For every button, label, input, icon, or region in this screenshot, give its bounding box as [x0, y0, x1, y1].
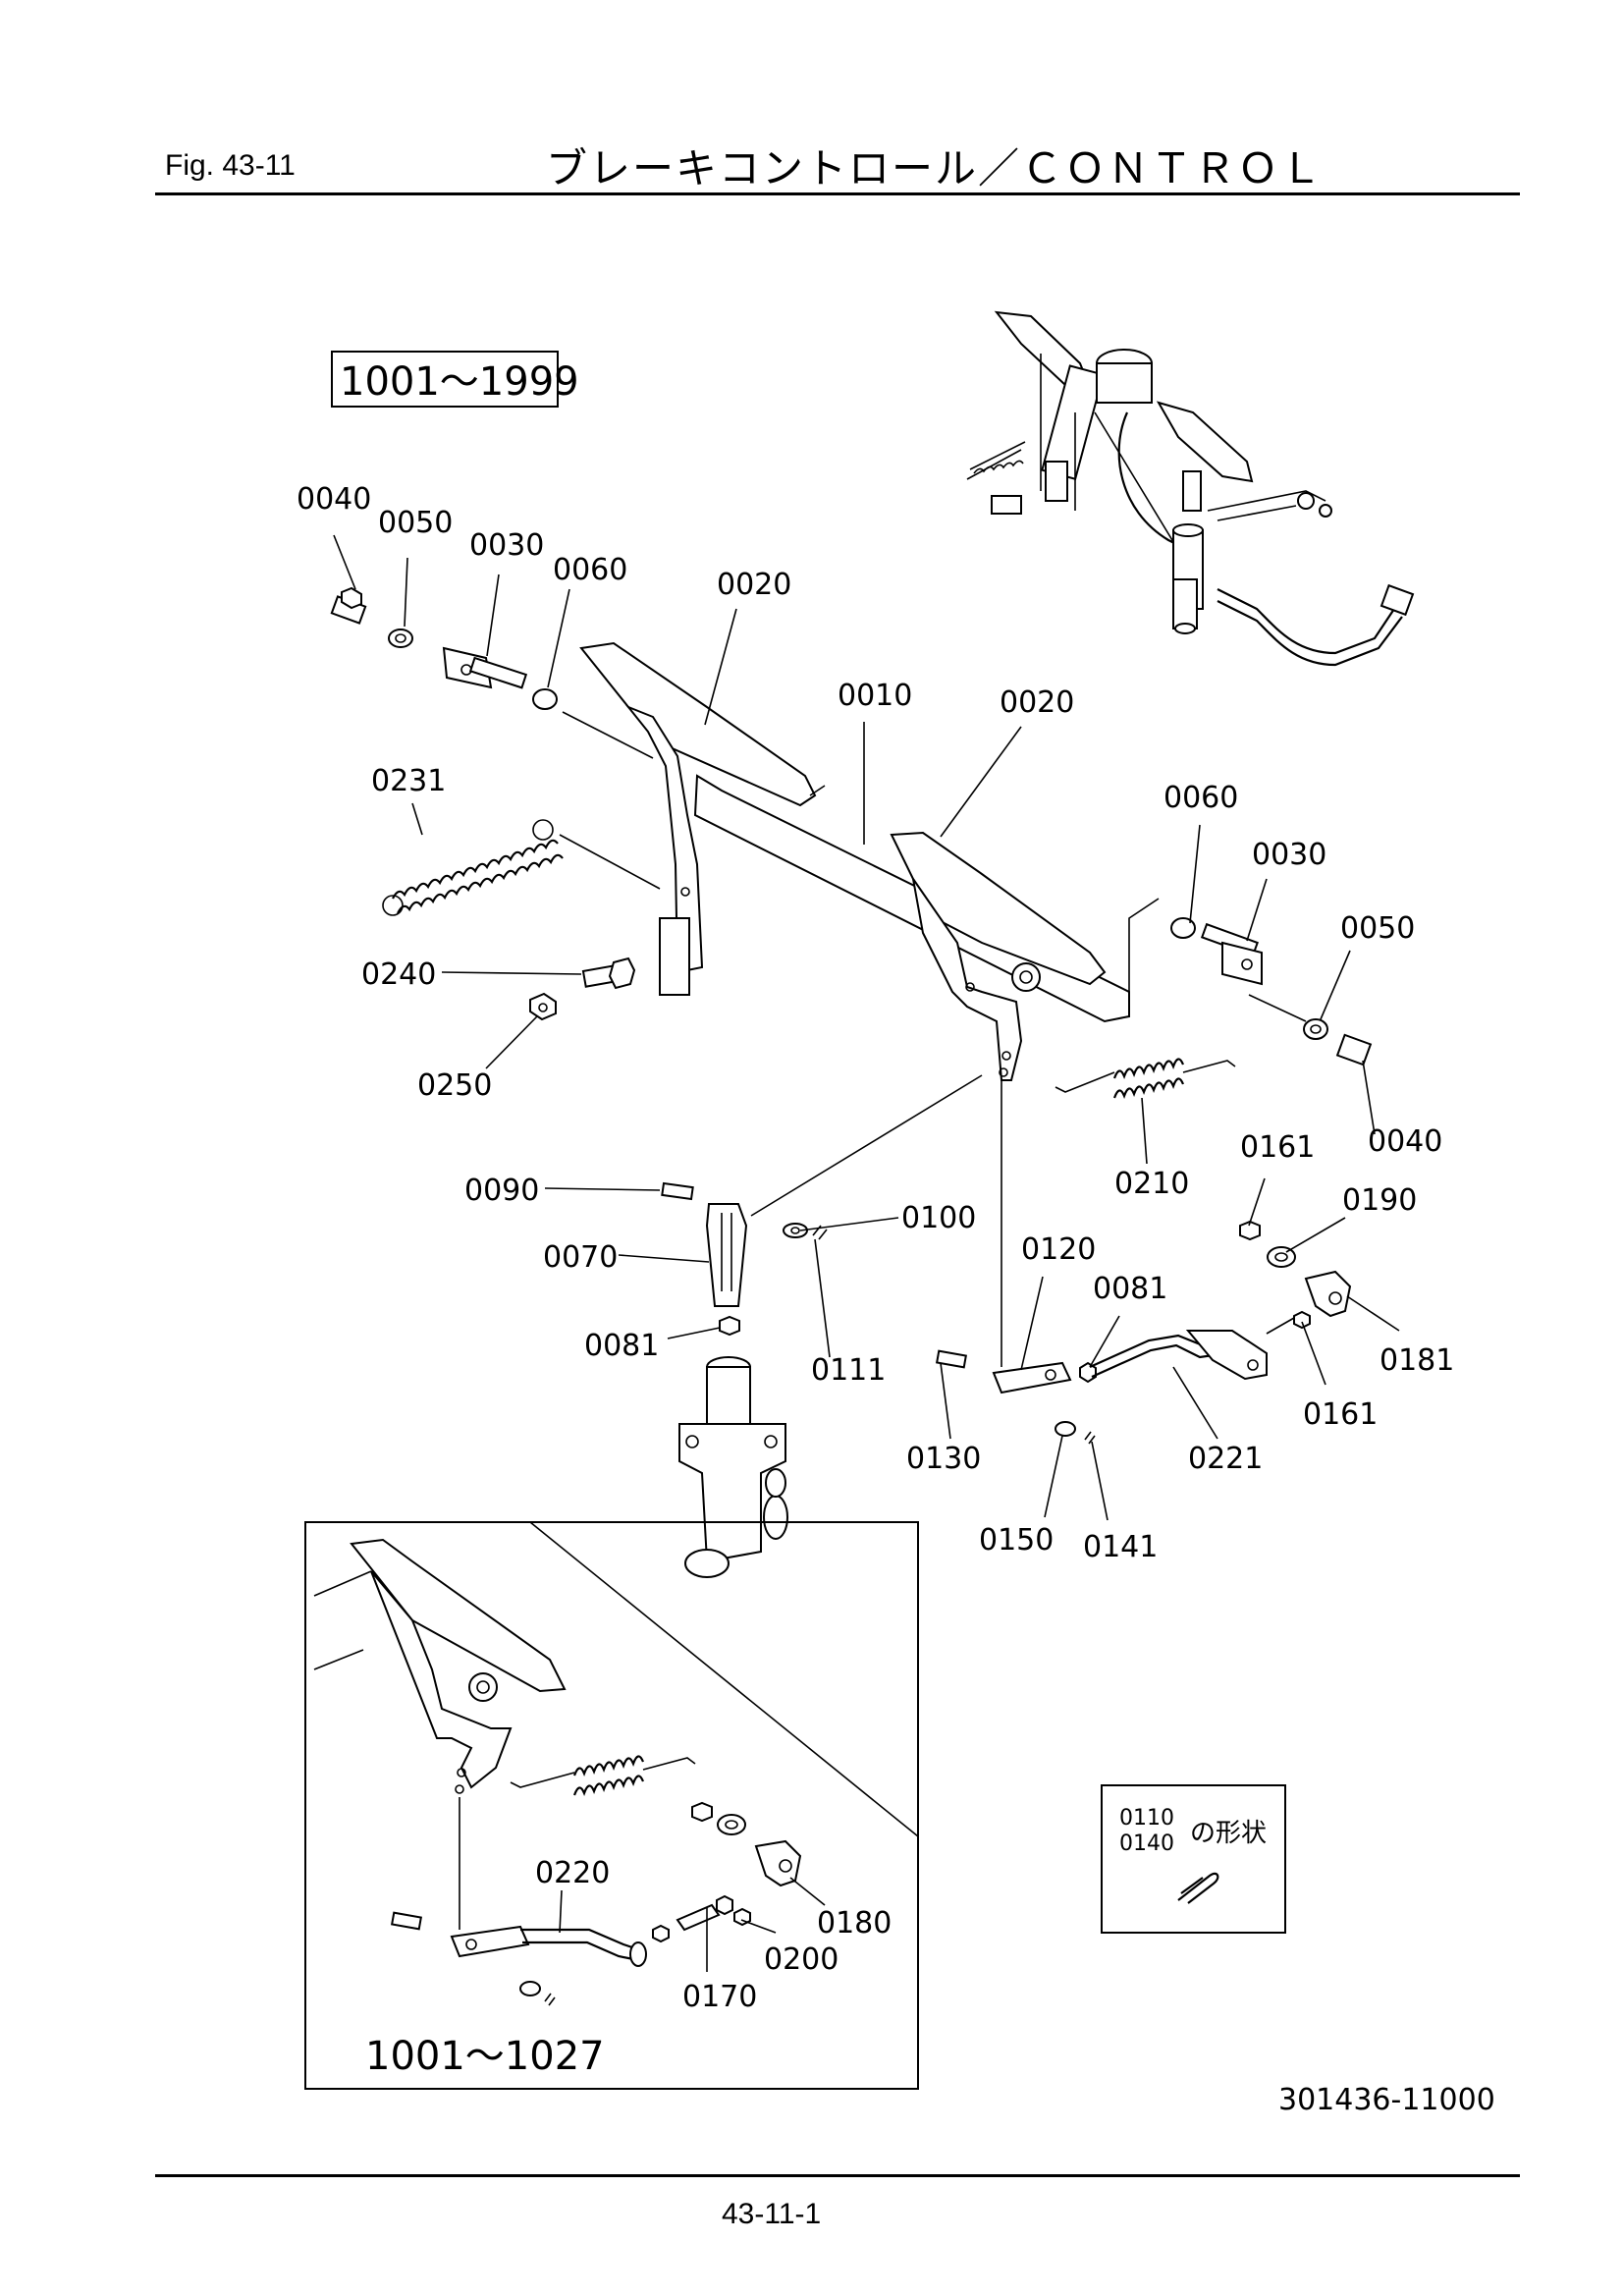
callout-0010: 0010: [838, 679, 912, 713]
left-pivot-hardware: [330, 586, 654, 759]
rod-assembly-0221: [936, 1078, 1352, 1445]
master-cylinder: [661, 1074, 983, 1578]
callout-0231: 0231: [371, 764, 446, 798]
overview-sketch: [966, 310, 1415, 667]
callout-0181: 0181: [1380, 1343, 1454, 1378]
pin-shape-note: 0110 0140 の形状: [1101, 1784, 1286, 1934]
page-title: ブレーキコントロール／ＣＯＮＴＲＯＬ: [546, 144, 1325, 192]
page-number: 43-11-1: [722, 2198, 822, 2230]
serial-range-main: 1001～1999: [340, 359, 579, 405]
callout-0081: 0081: [1093, 1272, 1167, 1306]
right-pivot-hardware: [1170, 917, 1373, 1066]
header-rule: [155, 192, 1520, 195]
inset-frame: [304, 1521, 919, 2090]
callout-0170: 0170: [682, 1980, 757, 2014]
callout-0221: 0221: [1188, 1442, 1263, 1476]
callout-0200: 0200: [764, 1942, 839, 1977]
callout-0180: 0180: [817, 1906, 892, 1941]
pin-shape-caption: の形状: [1190, 1819, 1267, 1848]
callout-0250: 0250: [417, 1068, 492, 1103]
callout-0060: 0060: [1163, 781, 1238, 815]
callout-0020: 0020: [1000, 685, 1074, 720]
leader-lines: [333, 534, 1400, 1972]
pin-code-0110: 0110: [1119, 1806, 1174, 1831]
drawing-number: 301436-11000: [1278, 2083, 1495, 2117]
pedal-assembly: [579, 641, 1160, 1081]
callout-0161: 0161: [1240, 1130, 1315, 1165]
callout-0070: 0070: [543, 1240, 618, 1275]
callout-0030: 0030: [1252, 838, 1326, 872]
callout-0220: 0220: [535, 1856, 610, 1890]
callout-0141: 0141: [1083, 1530, 1158, 1564]
serial-range-inset: 1001～1027: [365, 2034, 605, 2079]
spring-0231: [382, 819, 661, 916]
callout-labels: 0040 0050 0030 0060 0020 0010 0020 0231 …: [297, 482, 1454, 2014]
callout-0090: 0090: [464, 1174, 539, 1208]
inset-assembly: [313, 1538, 802, 2006]
callout-0050: 0050: [1340, 911, 1415, 946]
callout-0240: 0240: [361, 957, 436, 992]
serial-range-box: [331, 351, 559, 408]
callout-0100: 0100: [901, 1201, 976, 1235]
callout-0120: 0120: [1021, 1232, 1096, 1267]
inset-leader: [529, 1521, 919, 1837]
pin-code-0140: 0140: [1119, 1831, 1174, 1856]
callout-0030: 0030: [469, 528, 544, 563]
callout-0130: 0130: [906, 1442, 981, 1476]
bolt-0240: [529, 957, 636, 1021]
callout-0040: 0040: [297, 482, 371, 517]
callout-0210: 0210: [1114, 1167, 1189, 1201]
callout-0081: 0081: [584, 1329, 659, 1363]
footer-rule: [155, 2174, 1520, 2177]
callout-0111: 0111: [811, 1353, 886, 1388]
callout-0161: 0161: [1303, 1397, 1378, 1432]
callout-0050: 0050: [378, 506, 453, 540]
callout-0190: 0190: [1342, 1183, 1417, 1218]
callout-0020: 0020: [717, 568, 791, 602]
callout-0040: 0040: [1368, 1124, 1442, 1159]
cotter-pin-icon: [1177, 1872, 1219, 1904]
callout-0060: 0060: [553, 553, 627, 587]
figure-number: Fig. 43-11: [165, 149, 296, 182]
spring-0210: [1055, 1058, 1236, 1100]
callout-0150: 0150: [979, 1523, 1054, 1558]
